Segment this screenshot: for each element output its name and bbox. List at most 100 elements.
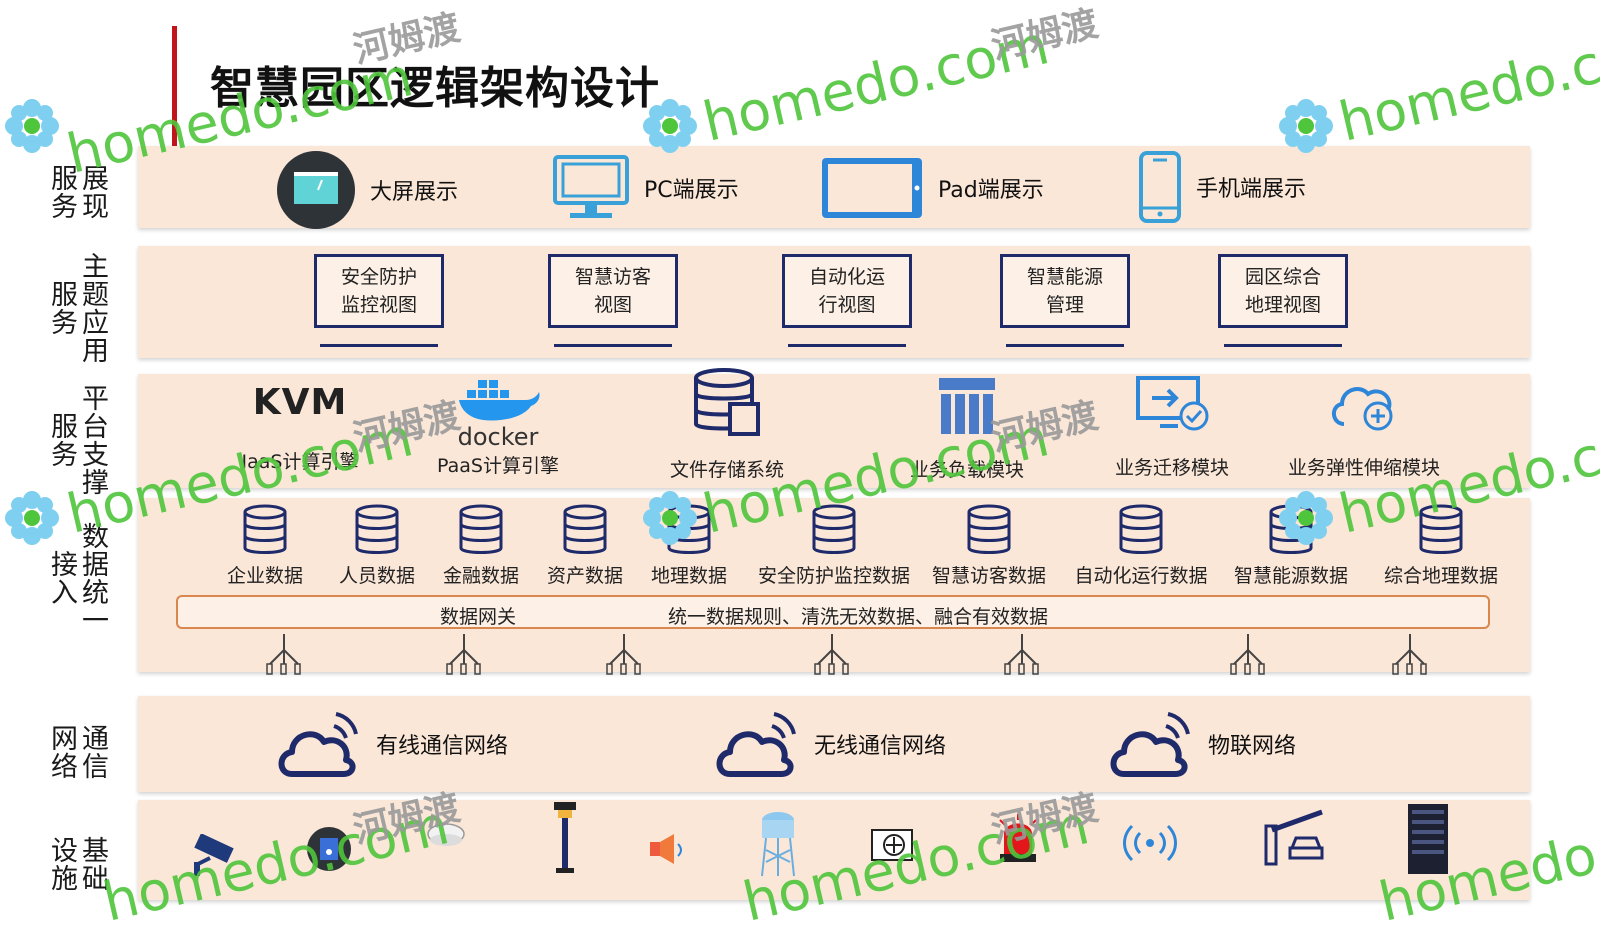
database-icon <box>1269 504 1313 554</box>
layer-label-col: 基础 <box>81 838 110 894</box>
layer-label-col: 网络 <box>50 726 79 782</box>
layer-label-col: 平台支撑 <box>81 386 110 498</box>
network-item-iot: 物联网络 <box>1108 706 1296 782</box>
layer-label-col: 接入 <box>50 524 79 636</box>
theme-underline <box>554 344 672 347</box>
mobile-phone-icon <box>1139 151 1181 223</box>
database-icon <box>563 504 607 554</box>
cloud-signal-icon <box>716 712 796 777</box>
platform-item-label: 业务迁移模块 <box>1114 457 1229 479</box>
data-source-item: 综合地理数据 <box>1366 504 1516 588</box>
display-item-pad: Pad端展示 <box>820 156 1044 220</box>
connector-tree-icon <box>814 634 849 675</box>
theme-underline <box>320 344 438 347</box>
layer-platform: KVM IaaS计算引擎 docker PaaS计算引擎 文件存储系统 业务负载… <box>138 368 1530 488</box>
theme-card[interactable]: 安全防护监控视图 <box>314 254 444 328</box>
network-item-wireless: 无线通信网络 <box>714 706 946 782</box>
data-source-item: 人员数据 <box>312 504 442 588</box>
pc-monitor-icon <box>553 155 629 218</box>
layer-label-char: 通 <box>82 724 109 755</box>
data-source-item: 企业数据 <box>200 504 330 588</box>
layer-label-char: 基 <box>82 836 109 867</box>
display-item-label: PC端展示 <box>644 178 739 203</box>
layer-label-char: 主 <box>82 252 109 283</box>
load-balancer-icon <box>939 378 995 434</box>
layer-label-col: 数据统一 <box>81 524 110 636</box>
database-icon <box>812 504 856 554</box>
layer-label-char: 应 <box>82 308 109 339</box>
door-access-icon <box>307 827 351 871</box>
platform-item-label: IaaS计算引擎 <box>241 451 359 473</box>
connector-tree-icon <box>1392 634 1427 675</box>
theme-card-line: 智慧能源 <box>1026 266 1103 288</box>
data-source-item: 地理数据 <box>624 504 754 588</box>
layer-label-char: 络 <box>51 752 78 783</box>
platform-item-label: 文件存储系统 <box>669 459 784 481</box>
data-source-label: 资产数据 <box>546 565 623 587</box>
theme-card-line: 地理视图 <box>1244 294 1321 316</box>
theme-card-line: 监控视图 <box>340 294 417 316</box>
layer-label-char: 现 <box>82 192 109 223</box>
watermark-text: homedo.com <box>697 13 1055 154</box>
data-source-label: 智慧访客数据 <box>931 565 1046 587</box>
connector-tree-icon <box>606 634 641 675</box>
theme-card[interactable]: 智慧访客视图 <box>548 254 678 328</box>
layer-label-data: 接入 数据统一 <box>50 524 110 636</box>
street-lamp-icon <box>554 802 576 873</box>
database-icon <box>967 504 1011 554</box>
database-icon <box>1419 504 1463 554</box>
platform-item-paas: docker PaaS计算引擎 <box>428 376 568 478</box>
theme-card[interactable]: 智慧能源管理 <box>1000 254 1130 328</box>
data-source-label: 地理数据 <box>650 565 727 587</box>
database-icon <box>1119 504 1163 554</box>
large-screen-icon <box>277 151 355 229</box>
connector-tree-icon <box>1004 634 1039 675</box>
layer-display: 大屏展示 PC端展示 Pad端展示 手机端展示 <box>138 146 1530 229</box>
data-source-label: 安全防护监控数据 <box>757 565 910 587</box>
theme-card-line: 行视图 <box>818 294 876 316</box>
migration-monitor-icon <box>1136 376 1209 431</box>
layer-label-col: 服务 <box>50 166 79 222</box>
network-item-label: 物联网络 <box>1208 734 1297 759</box>
display-item-pc: PC端展示 <box>552 154 739 222</box>
smoke-detector-icon <box>427 823 465 846</box>
display-item-label: Pad端展示 <box>938 178 1044 203</box>
layer-label-col: 服务 <box>50 386 79 498</box>
page-title: 智慧园区逻辑架构设计 <box>210 63 660 114</box>
platform-item-storage: 文件存储系统 <box>652 368 802 482</box>
database-icon <box>355 504 399 554</box>
layer-label-char: 台 <box>82 412 109 443</box>
theme-card[interactable]: 园区综合地理视图 <box>1218 254 1348 328</box>
platform-item-label: 业务弹性伸缩模块 <box>1287 457 1440 479</box>
air-conditioner-icon <box>871 829 913 861</box>
layer-label-char: 服 <box>51 280 78 311</box>
cctv-camera-icon <box>194 834 234 876</box>
layer-label-char: 入 <box>51 578 78 609</box>
layer-label-char: 信 <box>82 752 109 783</box>
layer-label-char: 数 <box>82 522 109 553</box>
network-item-wired: 有线通信网络 <box>276 706 508 782</box>
theme-card-line: 智慧访客 <box>574 266 651 288</box>
cloud-scaling-icon <box>1332 387 1393 431</box>
cloud-signal-icon <box>1110 712 1190 777</box>
display-item-label: 手机端展示 <box>1196 177 1307 202</box>
layer-label-char: 支 <box>82 440 109 471</box>
kvm-logo-icon: KVM <box>252 382 348 423</box>
layer-label-network: 网络 通信 <box>50 726 110 782</box>
theme-card-line: 管理 <box>1045 294 1084 316</box>
connector-tree-icon <box>446 634 481 675</box>
platform-item-scaling: 业务弹性伸缩模块 <box>1274 376 1454 480</box>
connector-tree-icon <box>266 634 301 675</box>
layer-label-char: 服 <box>51 164 78 195</box>
layer-label-char: 服 <box>51 412 78 443</box>
theme-underline <box>788 344 906 347</box>
layer-theme: 安全防护监控视图 智慧访客视图 自动化运行视图 智慧能源管理 园区综合地理视图 <box>138 246 1530 358</box>
layer-network: 有线通信网络 无线通信网络 物联网络 <box>138 696 1530 792</box>
watermark-flower-icon <box>5 99 59 153</box>
theme-card-line: 园区综合 <box>1244 266 1321 288</box>
layer-label-col: 通信 <box>81 726 110 782</box>
cloud-signal-icon <box>278 712 358 777</box>
theme-card[interactable]: 自动化运行视图 <box>782 254 912 328</box>
docker-logo-icon <box>459 380 540 421</box>
network-item-label: 无线通信网络 <box>814 734 947 759</box>
